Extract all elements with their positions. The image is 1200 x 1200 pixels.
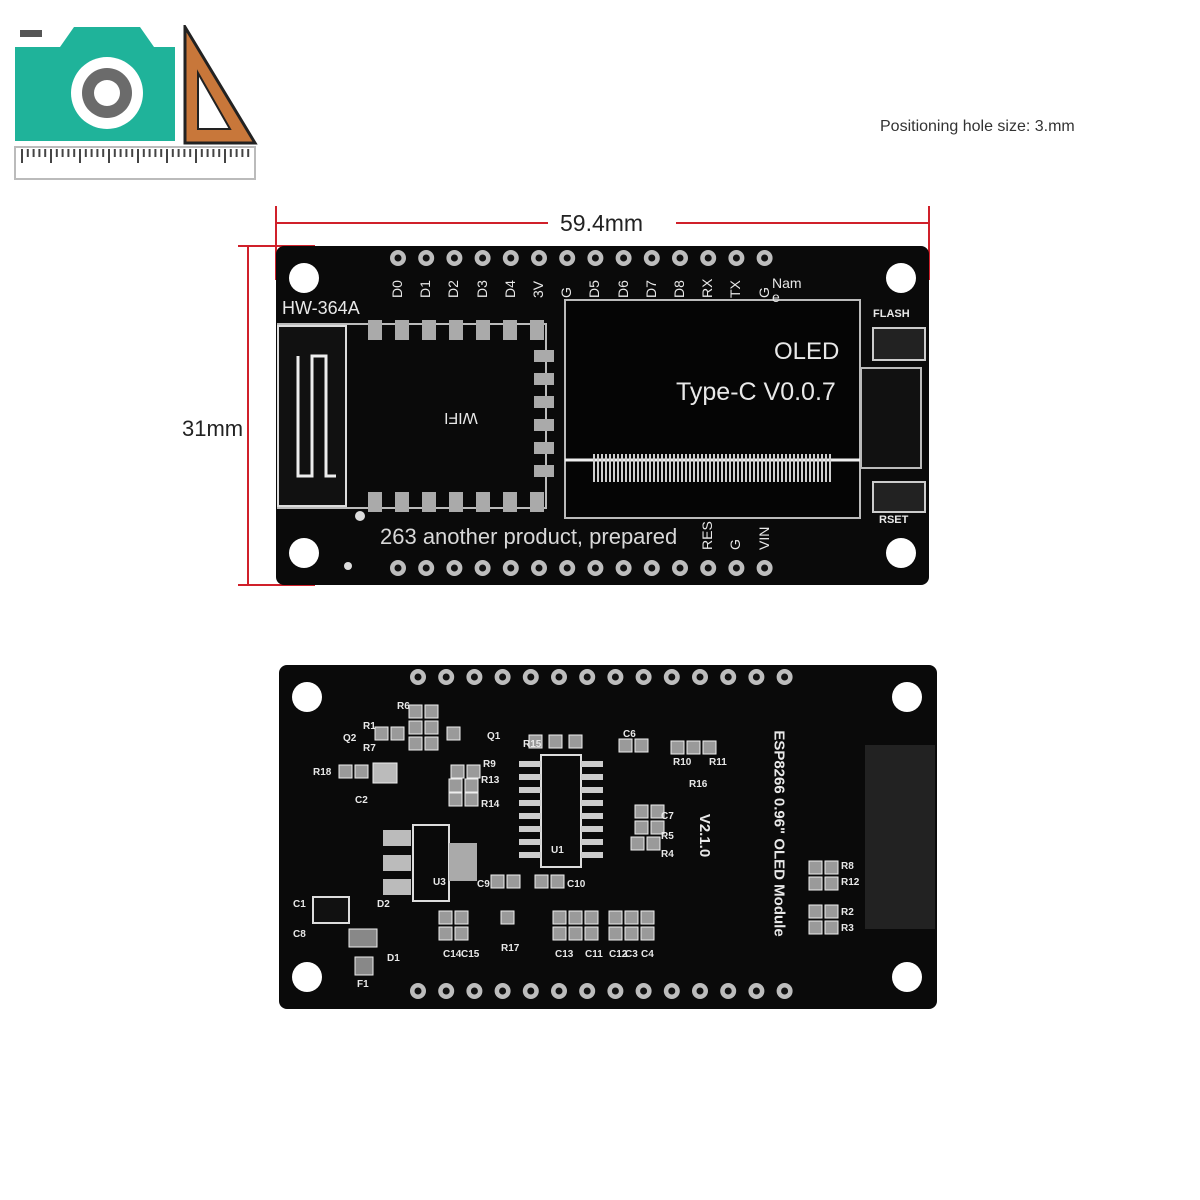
mounting-hole <box>892 682 922 712</box>
pin-label: G <box>755 287 772 298</box>
width-dimension: 59.4mm <box>560 210 644 236</box>
pcb-back-art <box>292 669 935 999</box>
pin-label: G <box>558 287 575 298</box>
component-label: C9 <box>477 879 490 890</box>
mounting-hole <box>886 538 916 568</box>
name-label: Nam e <box>772 275 802 305</box>
component-label: D1 <box>387 953 400 964</box>
antenna-trace <box>296 354 336 478</box>
ruler-icon <box>14 146 256 180</box>
component-label: R7 <box>363 743 376 754</box>
board-model: HW-364A <box>282 298 360 318</box>
component-label: U3 <box>433 877 446 888</box>
component-label: D2 <box>377 899 390 910</box>
component-label: R12 <box>841 877 860 888</box>
pin-label: RX <box>699 278 716 298</box>
height-dimension: 31mm <box>182 416 244 441</box>
component-label: C2 <box>355 795 368 806</box>
pin-label: G <box>727 539 744 550</box>
pin-label: D7 <box>642 280 659 298</box>
chip-u3 <box>412 824 450 902</box>
component-label: C7 <box>661 811 674 822</box>
pin-label: RES <box>699 521 716 550</box>
reset-button <box>872 481 926 513</box>
pin-label: D6 <box>614 280 631 298</box>
overlay-text: 263 another product, prepared <box>380 524 678 549</box>
pin-label: VIN <box>755 526 772 550</box>
pin-label: TX <box>727 280 744 298</box>
antenna-shadow <box>865 745 935 929</box>
component-label: R9 <box>483 759 496 770</box>
component-label: C10 <box>567 879 586 890</box>
pin-label: D3 <box>473 280 490 298</box>
pcb-front-art <box>277 250 926 576</box>
pin-label: D8 <box>671 280 687 298</box>
component-label: C11 <box>585 949 603 960</box>
component-label: C6 <box>623 729 636 740</box>
flash-label: FLASH <box>873 308 910 320</box>
component-label: R4 <box>661 849 674 860</box>
component-label: R11 <box>709 757 727 768</box>
component-label: C13 <box>555 949 574 960</box>
component-label: C8 <box>293 929 306 940</box>
component-label: R3 <box>841 923 854 934</box>
component-label: R14 <box>481 799 500 810</box>
component-label: R5 <box>661 831 674 842</box>
pcb-front: HW-364A WIFI Nam e OLED Type-C V0.0.7 FL… <box>276 246 929 585</box>
pin-label: D4 <box>501 280 518 298</box>
mounting-hole <box>289 263 319 293</box>
component-label: R15 <box>523 739 542 750</box>
version-label: Type-C V0.0.7 <box>676 378 836 406</box>
oled-label: OLED <box>774 338 840 365</box>
reset-label: RSET <box>879 514 909 526</box>
component-label: R6 <box>397 701 410 712</box>
hole-size-note: Positioning hole size: 3.mm <box>880 118 1075 135</box>
logo <box>14 25 258 180</box>
component-label: R17 <box>501 943 520 954</box>
component-label: F1 <box>357 979 369 990</box>
component-label: C12 <box>609 949 628 960</box>
mounting-hole <box>292 962 322 992</box>
pin-label: D0 <box>389 280 405 298</box>
pin-label: 3V <box>530 280 546 298</box>
component-label: R1 <box>363 721 376 732</box>
component-label: Q1 <box>487 731 501 742</box>
back-title: ESP8266 0.96" OLED Module <box>770 730 788 937</box>
pin-label: D5 <box>586 280 603 298</box>
component-label: Q2 <box>343 733 357 744</box>
dimension-lines <box>238 206 930 586</box>
component-label: C4 <box>641 949 654 960</box>
camera-icon <box>15 27 175 141</box>
mounting-hole <box>292 682 322 712</box>
flash-button <box>872 327 926 361</box>
component-label: C14 <box>443 949 462 960</box>
component-label: C3 <box>625 949 638 960</box>
oled-screen <box>564 299 861 519</box>
component-label: R8 <box>841 861 854 872</box>
component-label: U1 <box>551 845 564 856</box>
chip-u1 <box>540 754 582 868</box>
mounting-hole <box>289 538 319 568</box>
mounting-hole <box>886 263 916 293</box>
component-label: R13 <box>481 775 500 786</box>
component-label: C1 <box>293 899 306 910</box>
component-label: R18 <box>313 767 332 778</box>
component-label: C15 <box>461 949 480 960</box>
pin-label: D1 <box>417 280 434 298</box>
component-label: R2 <box>841 907 854 918</box>
back-version: V2.1.0 <box>696 813 714 858</box>
set-square-icon <box>183 25 258 145</box>
mounting-hole <box>892 962 922 992</box>
usb-c-port <box>860 367 922 469</box>
component-label: R10 <box>673 757 692 768</box>
component-label: R16 <box>689 779 708 790</box>
wifi-label: WIFI <box>444 409 478 426</box>
pin-label: D2 <box>445 280 462 298</box>
